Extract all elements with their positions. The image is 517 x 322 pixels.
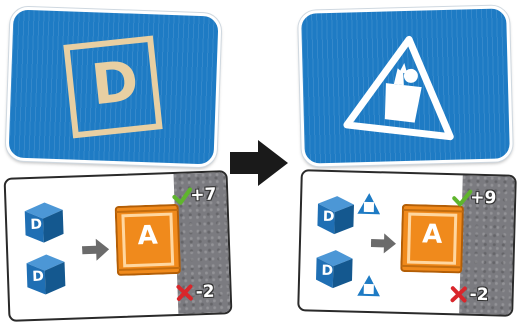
cube-letter: D xyxy=(27,217,46,234)
penalty-score: -2 xyxy=(195,282,215,303)
arrow-right-icon xyxy=(371,233,398,254)
recipe-card[interactable]: D D A +7 -2 xyxy=(4,170,233,322)
letter-tile[interactable]: D xyxy=(5,6,221,167)
tile-letter: D xyxy=(80,48,150,119)
penalty-score: -2 xyxy=(469,285,488,305)
icon-tile[interactable] xyxy=(298,5,513,166)
cross-icon xyxy=(449,285,467,303)
cube-letter: D xyxy=(318,263,336,279)
cube-letter: D xyxy=(319,209,337,225)
cube-letter: D xyxy=(29,269,48,286)
recipe-card[interactable]: D D A +9 -2 xyxy=(297,169,517,317)
cross-icon xyxy=(175,283,194,302)
shopping-bag-warning-icon xyxy=(301,8,510,163)
crate-letter: A xyxy=(416,219,449,250)
shopping-bag-warning-icon xyxy=(354,271,385,300)
crate-letter: A xyxy=(131,220,164,251)
shopping-bag-warning-icon xyxy=(354,189,385,218)
reward-score: +7 xyxy=(190,185,217,206)
arrow-right-icon xyxy=(82,238,111,261)
reward-score: +9 xyxy=(470,188,497,209)
transform-arrow-icon xyxy=(228,138,292,188)
